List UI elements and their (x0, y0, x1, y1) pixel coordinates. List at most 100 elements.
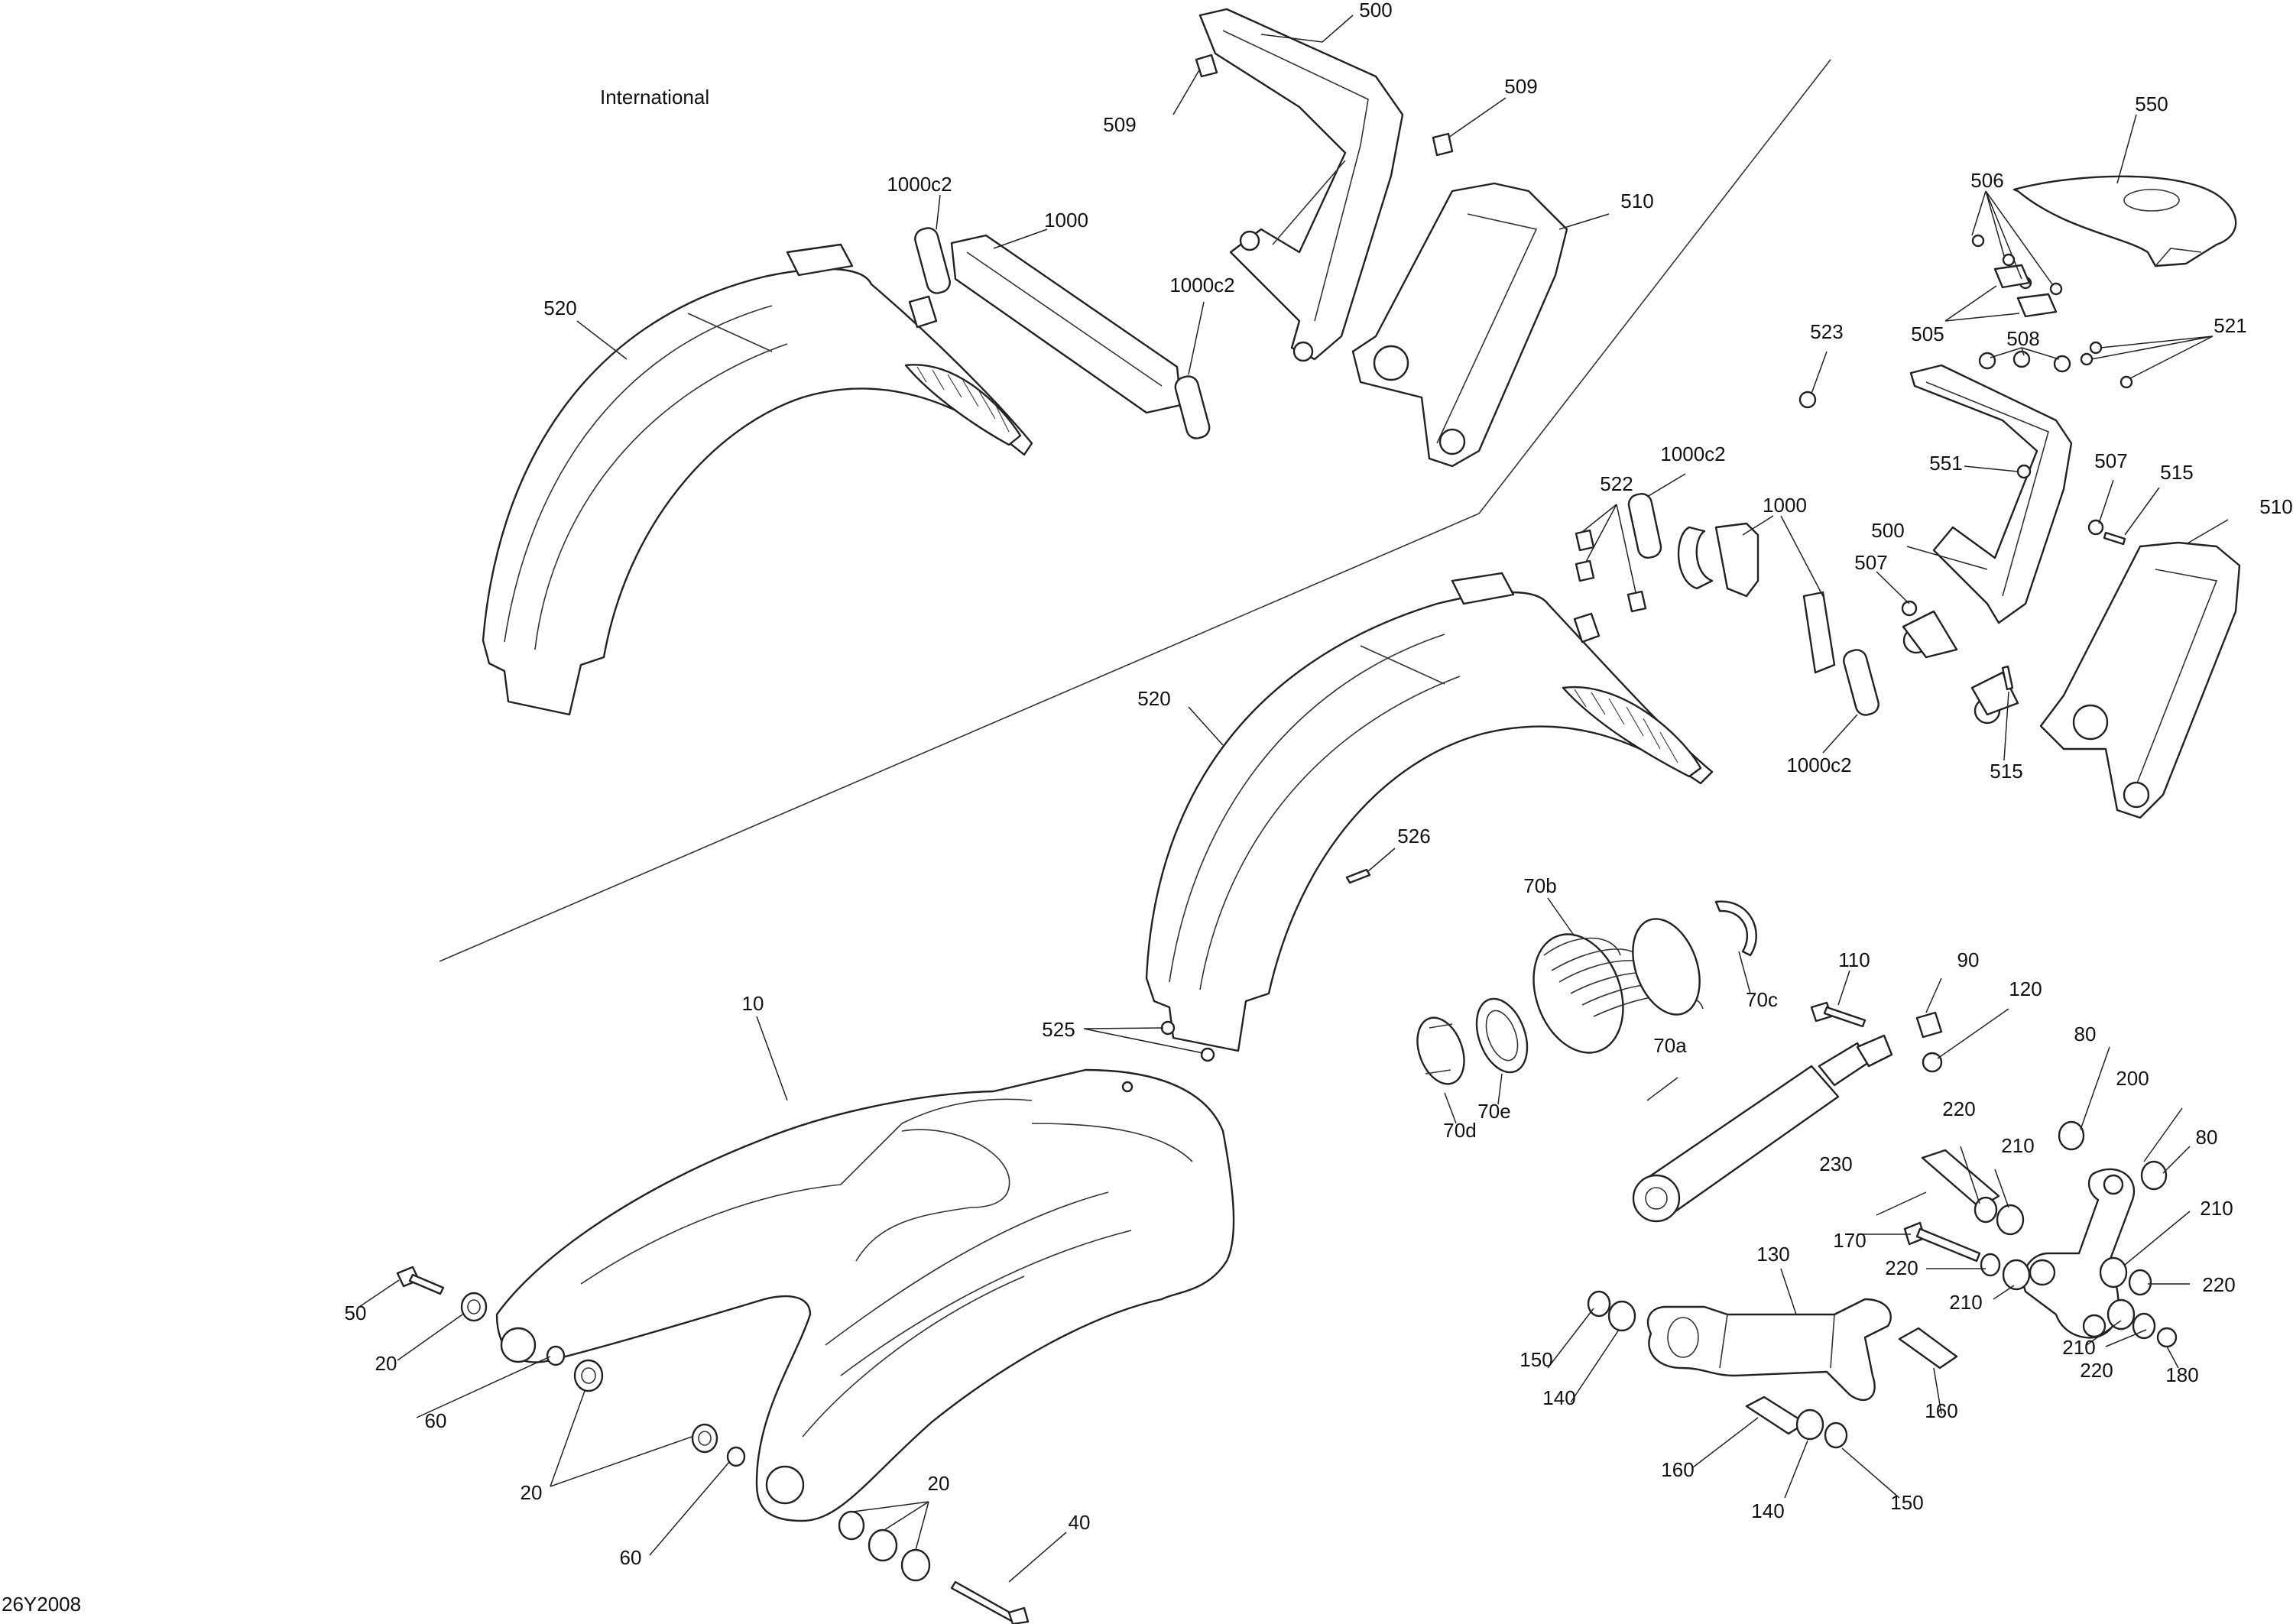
bolt-170 (1903, 1221, 1981, 1263)
callout-60: 60 (620, 1546, 642, 1569)
callout-1000c2: 1000c2 (1169, 274, 1234, 297)
callout-509: 509 (1103, 113, 1136, 136)
fender-vent-grille-main (1562, 686, 1702, 778)
screw-515-a (2103, 531, 2126, 546)
callout-160: 160 (1661, 1458, 1694, 1481)
callout-522: 522 (1600, 472, 1633, 495)
callout-515: 515 (1990, 760, 2022, 783)
seal-150-b (1824, 1421, 1848, 1449)
callout-110: 110 (1838, 948, 1870, 971)
callout-20: 20 (928, 1472, 950, 1495)
clip-509-b (1432, 132, 1454, 157)
mount-plate-1000-intl (914, 227, 1211, 439)
nut-120 (1922, 1052, 1943, 1073)
link-130 (1646, 1298, 1892, 1402)
nut-523 (1798, 391, 1817, 409)
region-separator-line (439, 59, 1831, 962)
bearing-140-a (1607, 1300, 1636, 1332)
region-title: International (600, 86, 709, 109)
callout-70e: 70e (1477, 1100, 1510, 1123)
callout-20: 20 (521, 1481, 543, 1504)
callout-220: 220 (1942, 1097, 1975, 1120)
nut-507-b (1901, 600, 1918, 617)
callout-1000: 1000 (1763, 494, 1807, 517)
ring-70e (1475, 997, 1529, 1074)
screws-521 (2080, 341, 2133, 389)
nut-180 (2156, 1327, 2178, 1348)
nuts-508 (1978, 350, 2071, 373)
callout-90: 90 (1957, 948, 1980, 971)
callout-1000c2: 1000c2 (887, 173, 952, 196)
callout-80: 80 (2074, 1023, 2097, 1045)
callout-520: 520 (1137, 687, 1170, 710)
callout-523: 523 (1810, 320, 1843, 343)
shock-absorber-70a (1632, 1034, 1893, 1223)
callout-220: 220 (2080, 1359, 2113, 1382)
fender-520-main (1145, 572, 1714, 1052)
callout-526: 526 (1397, 825, 1430, 848)
callout-505: 505 (1911, 323, 1944, 345)
bearings-210-and-seals-220 (1974, 1196, 2156, 1340)
brackets-505 (1993, 264, 2058, 318)
callout-220: 220 (2202, 1273, 2235, 1296)
callout-230: 230 (1819, 1152, 1852, 1175)
callout-525: 525 (1042, 1018, 1075, 1041)
frame-500-intl (1198, 8, 1404, 362)
callout-130: 130 (1756, 1243, 1789, 1266)
callout-210: 210 (2001, 1134, 2034, 1157)
callout-170: 170 (1833, 1229, 1866, 1252)
bearing-140-b (1795, 1408, 1824, 1441)
callout-551: 551 (1929, 452, 1962, 475)
callout-1000c2: 1000c2 (1786, 754, 1851, 776)
bushing-80-a (2058, 1120, 2085, 1151)
callout-520: 520 (543, 297, 576, 319)
callout-1000: 1000 (1044, 209, 1088, 232)
callout-20: 20 (375, 1352, 397, 1375)
callout-70a: 70a (1653, 1034, 1687, 1057)
callout-521: 521 (2214, 314, 2246, 337)
clips-522 (1575, 529, 1647, 613)
callout-40: 40 (1069, 1511, 1091, 1534)
pin-551 (2016, 464, 2032, 479)
seal-150-a (1587, 1290, 1611, 1318)
callout-150: 150 (1519, 1348, 1552, 1371)
screws-525 (1160, 1020, 1215, 1062)
reference-code: 26Y2008 (2, 1593, 81, 1616)
fender-520-international (482, 243, 1033, 716)
callout-515: 515 (2160, 461, 2193, 484)
callout-200: 200 (2116, 1067, 2149, 1090)
callout-508: 508 (2006, 327, 2039, 350)
screw-526 (1345, 868, 1371, 884)
bolt-40 (950, 1580, 1030, 1624)
pin-230 (1921, 1149, 2000, 1209)
callout-140: 140 (1751, 1499, 1784, 1522)
callout-140: 140 (1542, 1386, 1575, 1409)
top-cover-550 (2012, 175, 2237, 267)
fender-vent-grille (904, 364, 1022, 446)
callout-80: 80 (2196, 1126, 2218, 1149)
bearings-20-and-spacers-60 (460, 1292, 931, 1582)
callout-510: 510 (2259, 495, 2292, 518)
callout-510: 510 (1620, 190, 1653, 212)
callout-70d: 70d (1443, 1119, 1476, 1142)
bushing-80-b (2140, 1160, 2168, 1191)
callout-160: 160 (1925, 1399, 1957, 1422)
clip-509-a (1195, 53, 1218, 78)
callout-507: 507 (2094, 449, 2127, 472)
callout-10: 10 (742, 992, 764, 1015)
callout-220: 220 (1885, 1256, 1918, 1279)
cover-510-main (2039, 541, 2241, 819)
callout-500: 500 (1359, 0, 1392, 21)
callout-506: 506 (1970, 169, 2003, 192)
nut-507-a (2087, 519, 2104, 536)
callout-210: 210 (2200, 1197, 2233, 1220)
callout-210: 210 (2062, 1336, 2095, 1359)
callout-60: 60 (425, 1409, 447, 1432)
callout-120: 120 (2009, 977, 2042, 1000)
rocker-200 (2022, 1168, 2135, 1339)
retainer-70c (1714, 900, 1757, 957)
sleeve-90 (1915, 1011, 1943, 1039)
callout-509: 509 (1504, 75, 1537, 98)
bolt-110 (1810, 1001, 1867, 1028)
bolt-50 (396, 1266, 445, 1295)
